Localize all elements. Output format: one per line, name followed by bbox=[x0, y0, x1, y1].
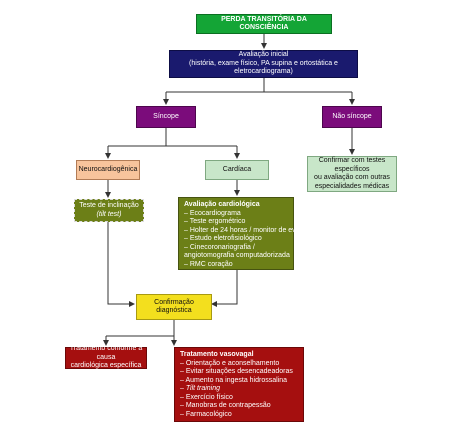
arrow-eval-confirm bbox=[211, 270, 238, 307]
tilt-line2: (tilt test) bbox=[96, 210, 122, 218]
vasovagal-box: Tratamento vasovagal – Orientação e acon… bbox=[174, 347, 304, 422]
cardiac-eval-heading: Avaliação cardiológica bbox=[184, 201, 260, 208]
cardiac-eval-item: – RMC coração bbox=[184, 260, 233, 268]
no-syncope-confirm-line2: ou avaliação com outras bbox=[314, 174, 390, 181]
vasovagal-item: – Orientação e aconselhamento bbox=[180, 359, 280, 367]
cardiac-eval-item: angiotomografia computadorizada bbox=[184, 252, 290, 259]
vasovagal-heading: Tratamento vasovagal bbox=[180, 351, 254, 358]
cardiac-eval-item: – Teste ergométrico bbox=[184, 218, 246, 225]
vasovagal-item: – Aumento na ingesta hidrossalina bbox=[180, 376, 288, 384]
title-text: PERDA TRANSITÓRIA DA CONSCIÊNCIA bbox=[221, 15, 307, 32]
confirmation-line2: diagnóstica bbox=[156, 307, 192, 314]
cardiac-label: Cardíaca bbox=[222, 165, 252, 173]
syncope-label: Síncope bbox=[153, 112, 179, 120]
cardiac-box: Cardíaca bbox=[205, 160, 269, 180]
initial-eval-box: Avaliação inicial (história, exame físic… bbox=[169, 50, 358, 78]
vasovagal-item: – Farmacológico bbox=[180, 410, 232, 418]
tilt-box: Teste de inclinação (tilt test) bbox=[74, 199, 144, 222]
cardiac-eval-item: – Ecocardiograma bbox=[184, 209, 241, 217]
vasovagal-list: – Orientação e aconselhamento – Evitar s… bbox=[180, 360, 298, 420]
confirmation-line1: Confirmação bbox=[154, 298, 194, 306]
no-syncope-confirm-line3: especialidades médicas bbox=[314, 182, 390, 190]
cardiac-eval-list: – Ecocardiograma – Teste ergométrico – H… bbox=[184, 209, 313, 270]
neuro-label: Neurocardiogênica bbox=[78, 165, 138, 173]
arrow-tilt-confirm bbox=[107, 222, 135, 307]
vasovagal-item: – Tilt training bbox=[180, 385, 221, 392]
initial-eval-line1: Avaliação inicial bbox=[238, 51, 289, 59]
title-box: PERDA TRANSITÓRIA DA CONSCIÊNCIA bbox=[196, 14, 332, 34]
treatment-cardio-line2: cardiológica específica bbox=[70, 362, 142, 370]
cardiac-eval-box: Avaliação cardiológica – Ecocardiograma … bbox=[178, 197, 313, 270]
cardiac-eval-item: – Estudo eletrofisiológico bbox=[184, 235, 262, 242]
no-syncope-label: Não síncope bbox=[332, 112, 372, 120]
tilt-line1: Teste de inclinação bbox=[79, 202, 139, 209]
vasovagal-item: – Evitar situações desencadeadoras bbox=[180, 368, 293, 375]
syncope-box: Síncope bbox=[136, 106, 196, 128]
neuro-box: Neurocardiogênica bbox=[76, 160, 140, 180]
cardiac-eval-item: – Holter de 24 horas / monitor de evento… bbox=[184, 226, 313, 234]
initial-eval-line2: (história, exame físico, PA supina e ort… bbox=[189, 59, 338, 76]
treatment-cardio-line1: Tratamento conforme a causa bbox=[69, 345, 143, 361]
no-syncope-box: Não síncope bbox=[322, 106, 382, 128]
treatment-cardio-box: Tratamento conforme a causa cardiológica… bbox=[65, 345, 147, 370]
no-syncope-confirm-line1: Confirmar com testes específicos bbox=[318, 157, 386, 173]
vasovagal-item: – Exercício físico bbox=[180, 393, 233, 401]
confirmation-box: Confirmação diagnóstica bbox=[136, 294, 212, 320]
vasovagal-item: – Manobras de contrapessão bbox=[180, 402, 271, 409]
no-syncope-confirm-box: Confirmar com testes específicos ou aval… bbox=[307, 156, 397, 192]
cardiac-eval-item: – Cinecoronariografia / bbox=[184, 243, 255, 251]
